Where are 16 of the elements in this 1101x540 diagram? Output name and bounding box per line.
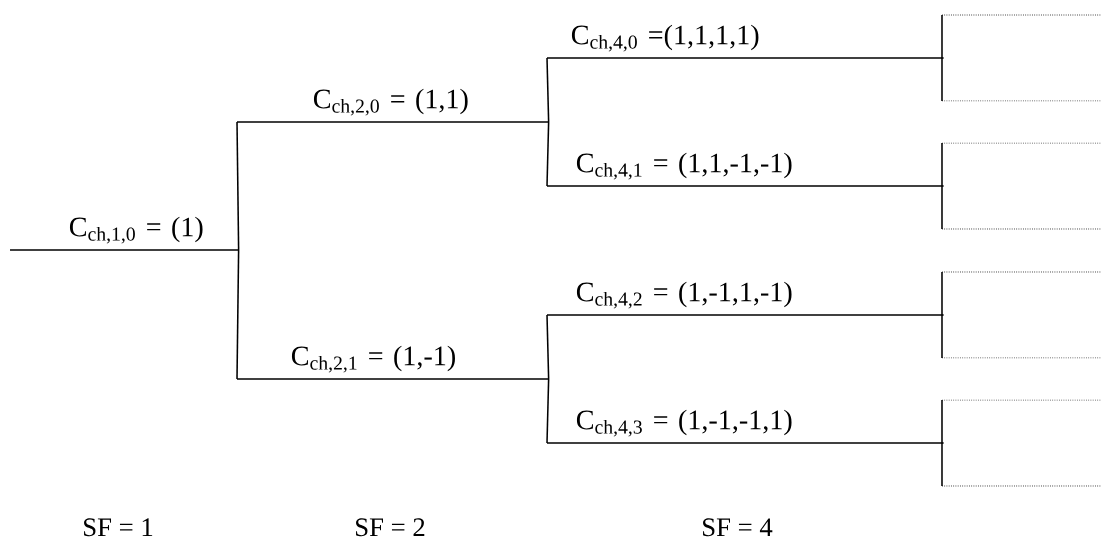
code-branch: C$_{ch,2,0}$ = (1,1) <box>236 88 550 123</box>
branch-line <box>236 249 240 380</box>
code-branch: C$_{ch,4,2}$ = (1,-1,1,-1) <box>546 281 945 316</box>
code-branch: C$_{ch,1,0}$ = (1) <box>9 216 240 251</box>
spreading-factor-label: SF = 2 <box>356 518 425 537</box>
spreading-factor-label: SF = 1 <box>84 518 153 537</box>
branch-line <box>546 314 550 380</box>
branch-line <box>546 57 550 123</box>
code-branch: C$_{ch,4,3}$ = (1,-1,-1,1) <box>546 409 945 444</box>
code-branch: C$_{ch,4,1}$ = (1,1,-1,-1) <box>546 152 945 187</box>
code-branch: C$_{ch,2,1}$ = (1,-1) <box>236 345 550 380</box>
branch-line <box>546 121 550 187</box>
branch-line <box>546 378 550 444</box>
branch-line <box>236 121 240 251</box>
spreading-factor-label: SF = 4 <box>703 518 773 537</box>
code-branch: C$_{ch,4,0}$ =(1,1,1,1) <box>546 24 945 59</box>
